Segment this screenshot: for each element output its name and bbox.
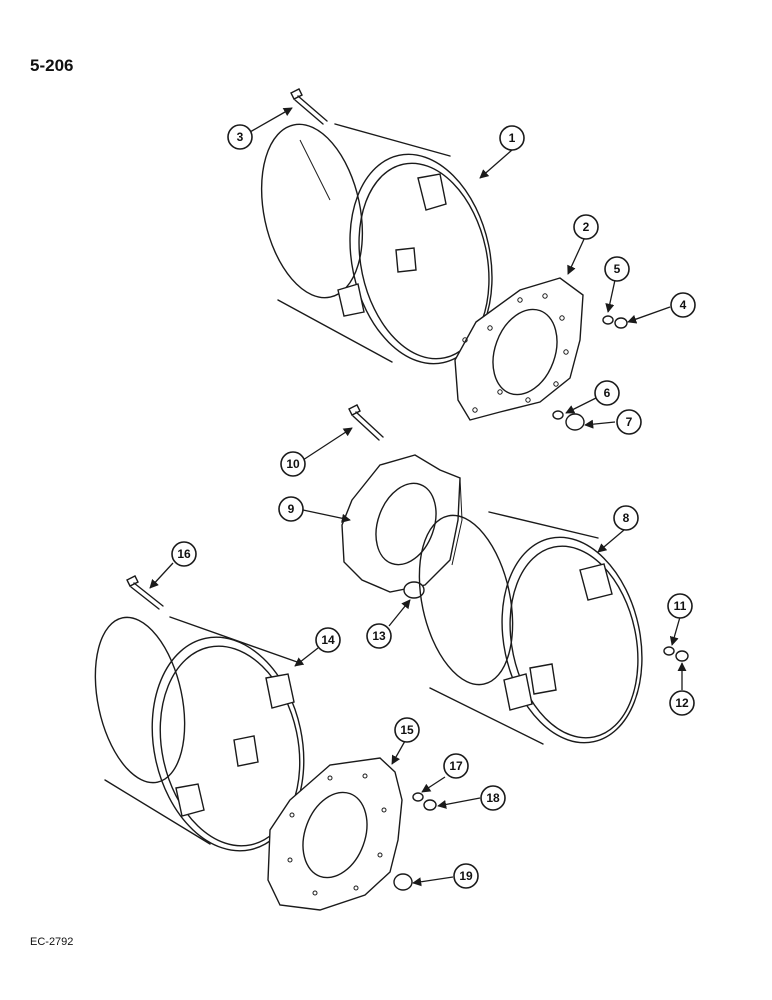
callout-label: 8 — [623, 511, 630, 525]
center-plate-upper — [454, 277, 584, 421]
callout-12: 12 — [669, 690, 695, 716]
callout-label: 3 — [237, 130, 244, 144]
nut-4 — [614, 317, 628, 329]
callout-17: 17 — [443, 753, 469, 779]
callout-19: 19 — [453, 863, 479, 889]
callout-5: 5 — [604, 256, 630, 282]
callout-16: 16 — [171, 541, 197, 567]
callout-9: 9 — [278, 496, 304, 522]
callout-label: 4 — [680, 298, 687, 312]
callout-label: 14 — [321, 633, 335, 647]
callout-label: 18 — [486, 791, 500, 805]
washer-17 — [412, 792, 424, 802]
washer-6 — [552, 410, 564, 420]
callout-7: 7 — [616, 409, 642, 435]
callout-2: 2 — [573, 214, 599, 240]
callout-8: 8 — [613, 505, 639, 531]
callout-label: 12 — [675, 696, 689, 710]
center-plate-middle — [341, 454, 463, 593]
callout-leaders — [149, 107, 687, 887]
callout-3: 3 — [227, 124, 253, 150]
center-plate-lower — [267, 757, 403, 911]
wheel-bolt-lower — [126, 575, 164, 610]
callout-10: 10 — [280, 451, 306, 477]
wheel-rim-upper — [260, 123, 493, 365]
callout-label: 9 — [288, 502, 295, 516]
callout-4: 4 — [670, 292, 696, 318]
callout-label: 5 — [614, 262, 621, 276]
wheel-rim-left — [94, 616, 305, 852]
callout-15: 15 — [394, 717, 420, 743]
wheel-nut-7 — [565, 413, 585, 431]
callout-label: 2 — [583, 220, 590, 234]
wheel-bolt-middle — [348, 404, 384, 441]
callout-label: 1 — [509, 131, 516, 145]
callout-label: 17 — [449, 759, 463, 773]
callout-1: 1 — [499, 125, 525, 151]
page-number: 5-206 — [30, 56, 74, 75]
callout-13: 13 — [366, 623, 392, 649]
washer-5 — [602, 315, 614, 325]
callout-label: 19 — [459, 869, 473, 883]
callout-6: 6 — [594, 380, 620, 406]
wheel-rim-right — [418, 511, 643, 745]
wheel-bolt-upper — [290, 88, 328, 125]
wheel-nut-19 — [393, 873, 413, 891]
callout-11: 11 — [667, 593, 693, 619]
callout-label: 15 — [400, 723, 414, 737]
callout-label: 10 — [286, 457, 300, 471]
callout-label: 11 — [674, 599, 687, 613]
reference-code: EC-2792 — [30, 936, 74, 948]
callout-label: 6 — [604, 386, 611, 400]
washer-11 — [663, 646, 675, 656]
callout-14: 14 — [315, 627, 341, 653]
nut-12 — [675, 650, 689, 662]
callout-18: 18 — [480, 785, 506, 811]
callout-label: 7 — [626, 415, 633, 429]
callout-label: 13 — [372, 629, 386, 643]
callout-label: 16 — [177, 547, 191, 561]
nut-18 — [423, 799, 437, 811]
